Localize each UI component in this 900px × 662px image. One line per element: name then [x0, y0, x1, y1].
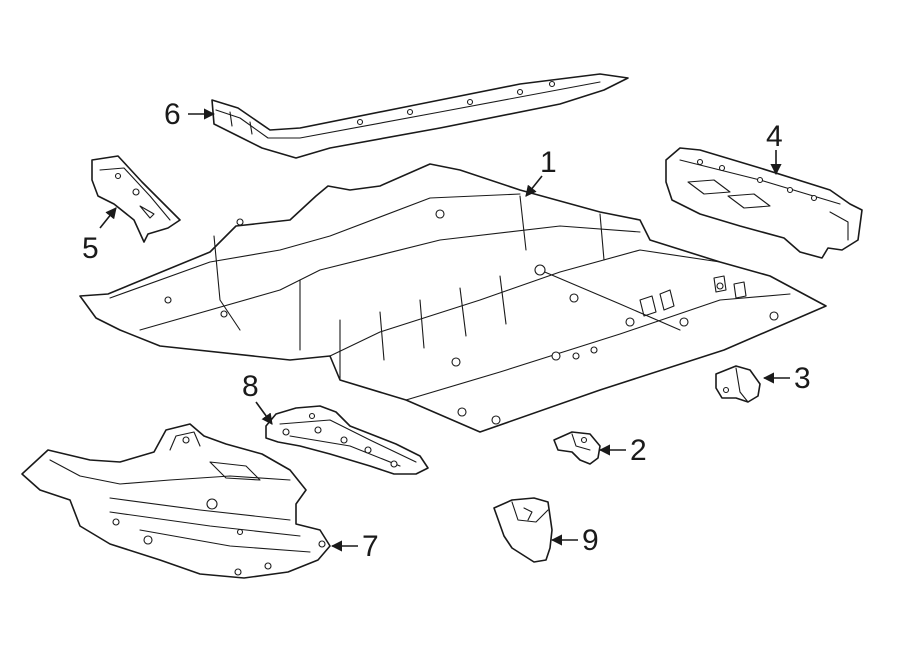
part-5-bracket — [91, 155, 181, 243]
callout-1: 1 — [525, 146, 557, 197]
callout-3: 3 — [762, 362, 811, 395]
part-9-bracket — [493, 497, 553, 563]
part-3-bracket — [715, 365, 761, 403]
callout-5: 5 — [82, 207, 117, 265]
callout-8-label: 8 — [242, 370, 259, 403]
callout-6-label: 6 — [164, 98, 181, 131]
callout-8: 8 — [242, 370, 273, 425]
callout-3-label: 3 — [794, 362, 811, 395]
part-6-rail — [211, 73, 629, 159]
callout-2-label: 2 — [630, 434, 647, 467]
callout-9-label: 9 — [582, 524, 599, 557]
callout-7-label: 7 — [362, 530, 379, 563]
part-1-floor-pan — [79, 163, 827, 433]
callout-4: 4 — [766, 120, 783, 176]
part-8-reinforcement — [265, 405, 429, 475]
callout-4-label: 4 — [766, 120, 783, 153]
callout-9: 9 — [550, 524, 599, 557]
part-4-crossmember — [665, 147, 863, 259]
callout-6: 6 — [164, 98, 216, 131]
part-2-bracket — [553, 431, 601, 465]
callout-7: 7 — [330, 530, 379, 563]
part-7-shield — [21, 423, 331, 579]
callout-5-label: 5 — [82, 232, 99, 265]
callout-2: 2 — [598, 434, 647, 467]
callout-1-label: 1 — [540, 146, 557, 179]
